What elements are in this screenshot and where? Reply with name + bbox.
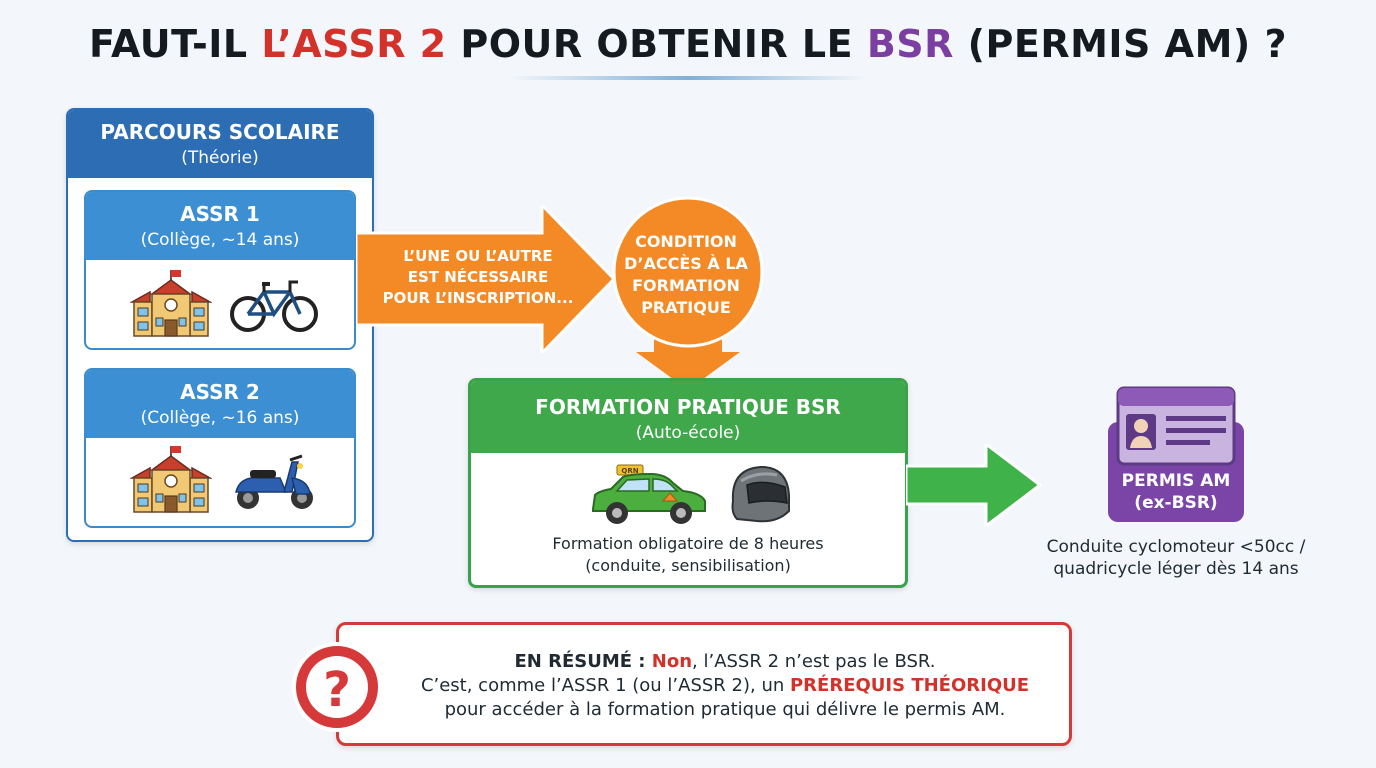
assr2-icons (86, 438, 354, 526)
formation-desc-line-1: Formation obligatoire de 8 heures (552, 534, 824, 553)
bicycle-icon (230, 280, 318, 332)
title-bsr: BSR (866, 22, 954, 66)
permis-card-icon (1108, 386, 1244, 522)
permis-label: PERMIS AM (ex-BSR) (1108, 470, 1244, 514)
assr1-icons (86, 260, 354, 348)
school-icon (130, 446, 212, 513)
permis-description: Conduite cyclomoteur <50cc / quadricycle… (1020, 536, 1332, 580)
school-icon (130, 270, 212, 337)
school-header: PARCOURS SCOLAIRE (Théorie) (68, 110, 372, 178)
formation-desc-line-2: (conduite, sensibilisation) (585, 556, 791, 575)
scooter-icon (235, 454, 313, 509)
title-part-1: FAUT-IL (88, 22, 262, 66)
formation-description: Formation obligatoire de 8 heures (condu… (471, 533, 905, 577)
school-subtitle: (Théorie) (181, 148, 259, 168)
permis-desc-line-1: Conduite cyclomoteur <50cc / (1046, 537, 1306, 557)
title-assr2: L’ASSR 2 (261, 22, 447, 66)
green-arrow (906, 444, 1042, 526)
permis-line-1: PERMIS AM (1121, 471, 1231, 491)
formation-panel: FORMATION PRATIQUE BSR (Auto-école) QRN … (468, 378, 908, 588)
summary-line-3: pour accéder à la formation pratique qui… (444, 699, 1006, 720)
condition-line-3: FORMATION (632, 276, 740, 295)
orange-arrow (356, 205, 617, 353)
formation-subtitle: (Auto-école) (635, 423, 741, 443)
assr1-card: ASSR 1 (Collège, ~14 ans) (84, 190, 356, 350)
summary-text: EN RÉSUMÉ : Non, l’ASSR 2 n’est pas le B… (390, 650, 1060, 722)
assr2-header: ASSR 2 (Collège, ~16 ans) (86, 370, 354, 438)
assr2-subtitle: (Collège, ~16 ans) (140, 408, 300, 428)
arrow-line-1: L’UNE OU L’AUTRE (403, 247, 553, 265)
formation-title: FORMATION PRATIQUE BSR (535, 395, 841, 419)
helmet-icon (731, 465, 790, 523)
condition-line-1: CONDITION (635, 232, 737, 251)
assr1-header: ASSR 1 (Collège, ~14 ans) (86, 192, 354, 260)
car-sign-text: QRN (621, 467, 638, 475)
permis-desc-line-2: quadricycle léger dès 14 ans (1053, 559, 1299, 579)
summary-line-2: C’est, comme l’ASSR 1 (ou l’ASSR 2), un … (390, 674, 1060, 698)
summary-non: Non (651, 651, 693, 672)
assr1-title: ASSR 1 (180, 202, 260, 226)
car-icon: QRN (592, 464, 706, 524)
question-mark-icon: ? (292, 642, 382, 732)
arrow-text: L’UNE OU L’AUTRE EST NÉCESSAIRE POUR L’I… (362, 246, 594, 309)
condition-line-2: D’ACCÈS À LA (624, 254, 748, 273)
assr1-subtitle: (Collège, ~14 ans) (140, 230, 300, 250)
school-panel: PARCOURS SCOLAIRE (Théorie) ASSR 1 (Coll… (66, 108, 374, 542)
condition-text: CONDITION D’ACCÈS À LA FORMATION PRATIQU… (618, 231, 754, 319)
permis-line-2: (ex-BSR) (1134, 493, 1218, 513)
summary-line-1: EN RÉSUMÉ : Non, l’ASSR 2 n’est pas le B… (390, 650, 1060, 674)
assr2-card: ASSR 2 (Collège, ~16 ans) (84, 368, 356, 528)
condition-circle (612, 196, 764, 390)
formation-header: FORMATION PRATIQUE BSR (Auto-école) (471, 381, 905, 453)
school-title: PARCOURS SCOLAIRE (100, 120, 340, 144)
summary-line-2a: C’est, comme l’ASSR 1 (ou l’ASSR 2), un (420, 675, 790, 696)
condition-line-4: PRATIQUE (641, 298, 731, 317)
title-underline (510, 76, 866, 80)
title-part-5: (PERMIS AM) ? (953, 22, 1288, 66)
summary-box (336, 622, 1072, 746)
summary-rest: , l’ASSR 2 n’est pas le BSR. (692, 651, 936, 672)
assr2-title: ASSR 2 (180, 380, 260, 404)
page-title: FAUT-IL L’ASSR 2 POUR OBTENIR LE BSR (PE… (0, 22, 1376, 66)
arrow-line-3: POUR L’INSCRIPTION... (382, 289, 574, 307)
svg-text:?: ? (323, 662, 351, 718)
summary-label: EN RÉSUMÉ : (514, 651, 652, 672)
summary-prerequis: PRÉREQUIS THÉORIQUE (789, 675, 1030, 696)
arrow-line-2: EST NÉCESSAIRE (407, 268, 549, 286)
title-part-3: POUR OBTENIR LE (446, 22, 867, 66)
